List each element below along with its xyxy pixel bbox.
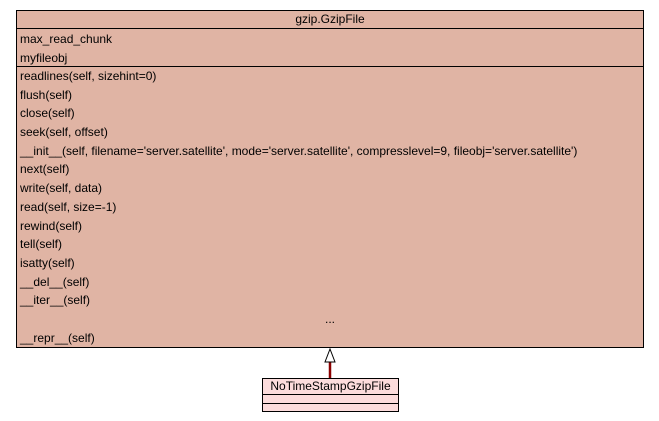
method-next: next(self): [20, 162, 70, 177]
class-box-notimestampgzipfile[interactable]: NoTimeStampGzipFile: [262, 378, 399, 412]
method-readlines: readlines(self, sizehint=0): [20, 69, 157, 83]
method-rewind: rewind(self): [20, 218, 83, 233]
method-del: __del__(self): [20, 274, 90, 289]
method-write: write(self, data): [20, 181, 103, 196]
method-flush: flush(self): [20, 87, 73, 102]
attribute-myfileobj: myfileobj: [20, 50, 68, 65]
method-tell: tell(self): [20, 237, 63, 252]
methods-ellipsis: ...: [324, 311, 335, 326]
method-repr: __repr__(self): [20, 330, 95, 345]
method-init: __init__(self, filename='server.satellit…: [20, 143, 578, 158]
method-close: close(self): [20, 106, 75, 121]
methods-compartment: readlines(self, sizehint=0) flush(self) …: [17, 67, 643, 347]
method-iter: __iter__(self): [20, 293, 91, 308]
attributes-compartment: max_read_chunk myfileobj: [17, 29, 643, 67]
method-isatty: isatty(self): [20, 255, 75, 270]
method-seek: seek(self, offset): [20, 125, 108, 140]
attribute-max-read-chunk: max_read_chunk: [20, 32, 113, 46]
inheritance-arrowhead-icon: [324, 347, 336, 363]
class-name-gzipfile: gzip.GzipFile: [17, 11, 643, 29]
subclass-attributes-compartment: [263, 395, 398, 404]
class-box-gzipfile[interactable]: gzip.GzipFile max_read_chunk myfileobj r…: [16, 10, 644, 348]
class-name-notimestampgzipfile: NoTimeStampGzipFile: [263, 379, 398, 395]
method-read: read(self, size=-1): [20, 199, 117, 214]
